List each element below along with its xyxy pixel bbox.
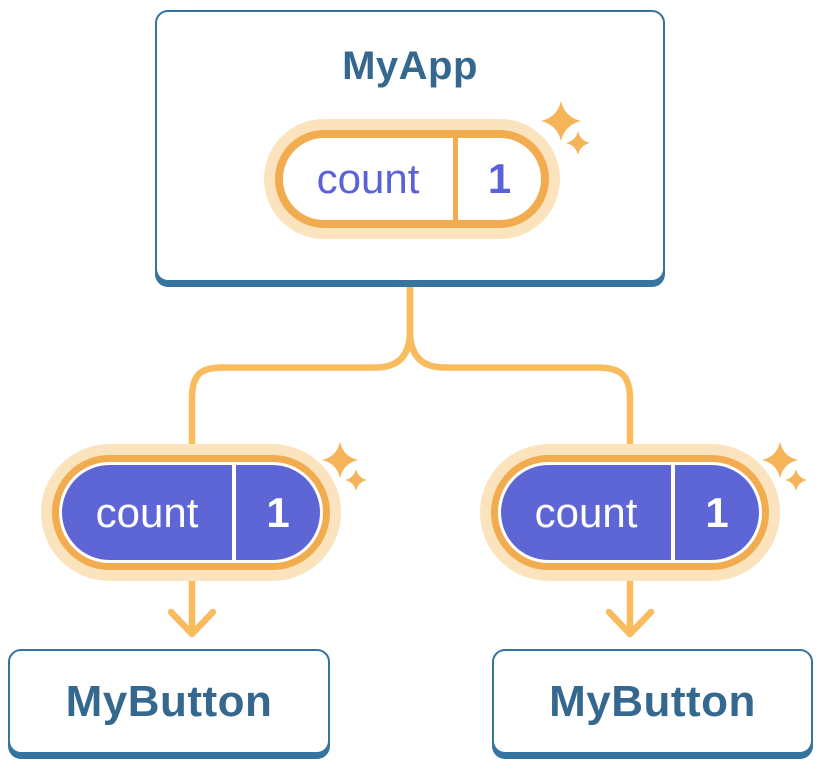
props-pill-right: count 1 [491, 455, 769, 570]
component-title: MyButton [549, 676, 756, 726]
pill-divider [671, 465, 675, 560]
branch-line-left [188, 280, 414, 634]
state-pill: count 1 [275, 130, 549, 228]
props-pill-right-body: count 1 [501, 465, 759, 560]
sparkle-icon [762, 442, 807, 491]
arrowhead-left-icon [167, 608, 217, 638]
pill-divider [232, 465, 236, 560]
sparkle-icon [322, 442, 367, 491]
props-pill-label: count [534, 488, 638, 536]
state-pill-label: count [316, 155, 420, 202]
props-pill-value: 1 [266, 488, 290, 536]
component-title: MyApp [342, 44, 478, 88]
state-pill-value: 1 [487, 155, 512, 202]
props-pill-left: count 1 [52, 455, 330, 570]
sparkle-icon [541, 101, 590, 155]
branch-line-right [406, 280, 634, 634]
props-pill-label: count [95, 488, 199, 536]
component-card-mybutton-right: MyButton [492, 649, 813, 754]
props-pill-left-body: count 1 [62, 465, 320, 560]
pill-divider [453, 138, 458, 220]
props-pill-value: 1 [705, 488, 729, 536]
component-title: MyButton [65, 676, 273, 726]
component-card-mybutton-left: MyButton [8, 649, 330, 754]
arrowhead-right-icon [605, 608, 655, 638]
